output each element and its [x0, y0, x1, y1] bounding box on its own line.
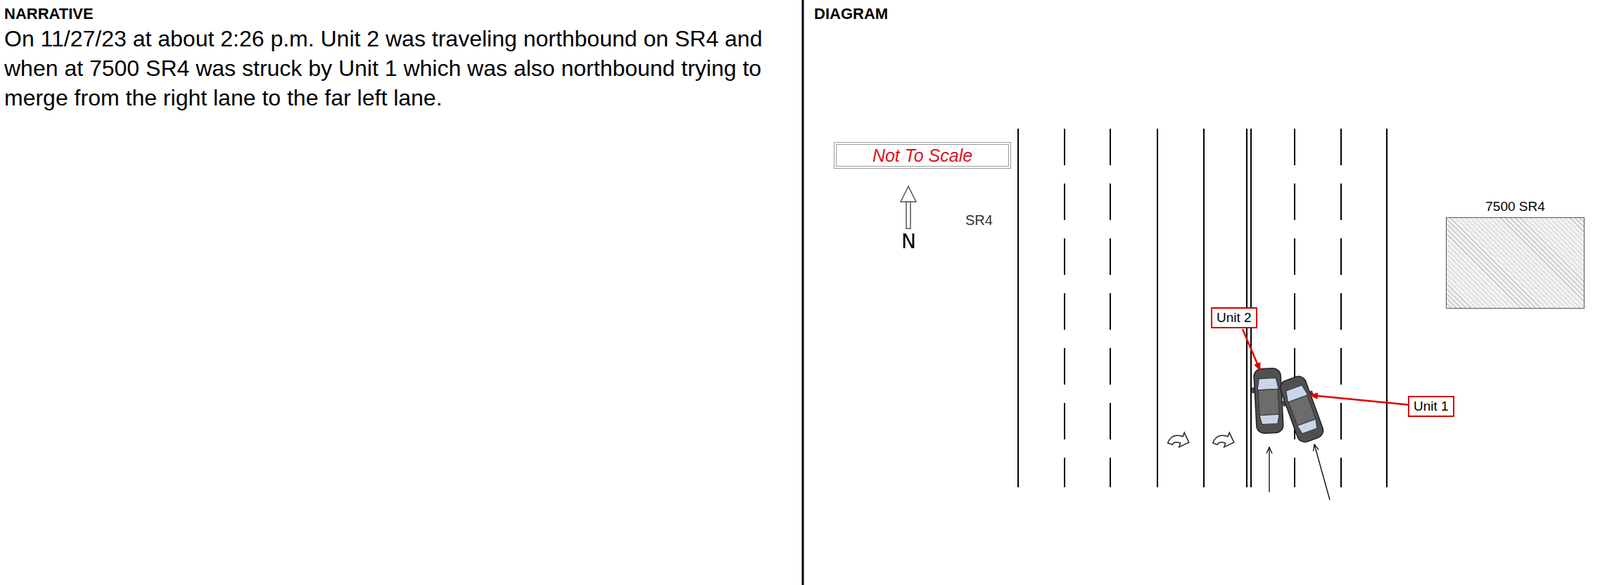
north-arrow	[900, 186, 917, 229]
building-box: 7500 SR4	[1445, 217, 1585, 309]
unit-label-box: Unit 1	[1407, 396, 1455, 418]
lane-line	[1203, 128, 1205, 488]
road-name: SR4	[965, 212, 993, 229]
vehicle-unit-2	[1251, 367, 1287, 435]
turn-arrow	[1167, 428, 1192, 450]
road-edge	[1386, 128, 1388, 488]
node-text: Unit 2	[1216, 310, 1252, 326]
path-arrow	[1314, 444, 1330, 501]
section-header: DIAGRAM	[814, 4, 888, 24]
road-edge	[1017, 128, 1019, 488]
node-text: 7500 SR4	[1485, 199, 1546, 215]
lane-dash	[1293, 128, 1296, 488]
road-lines	[1018, 128, 1387, 488]
leader-line	[1310, 395, 1411, 406]
lane-dash	[1340, 128, 1342, 488]
lane-line	[1156, 128, 1159, 488]
unit-label-box: Unit 2	[1210, 307, 1258, 329]
node-text: Unit 1	[1413, 398, 1449, 414]
panel-divider	[802, 0, 805, 585]
scale-note-box: Not To Scale	[833, 142, 1012, 169]
path-arrow	[1268, 447, 1270, 493]
leader-line	[1242, 329, 1261, 371]
lane-dash	[1063, 128, 1066, 488]
lane-dash	[1109, 128, 1111, 488]
north-label: N	[901, 230, 917, 254]
node-text: Not To Scale	[872, 145, 973, 167]
section-header: NARRATIVE	[4, 4, 94, 24]
vehicle-unit-1	[1275, 373, 1329, 446]
turn-arrow	[1213, 428, 1237, 450]
north-arrow-head	[900, 186, 917, 202]
north-arrow-shaft	[906, 201, 911, 229]
narrative-text: On 11/27/23 at about 2:26 p.m. Unit 2 wa…	[4, 23, 786, 113]
